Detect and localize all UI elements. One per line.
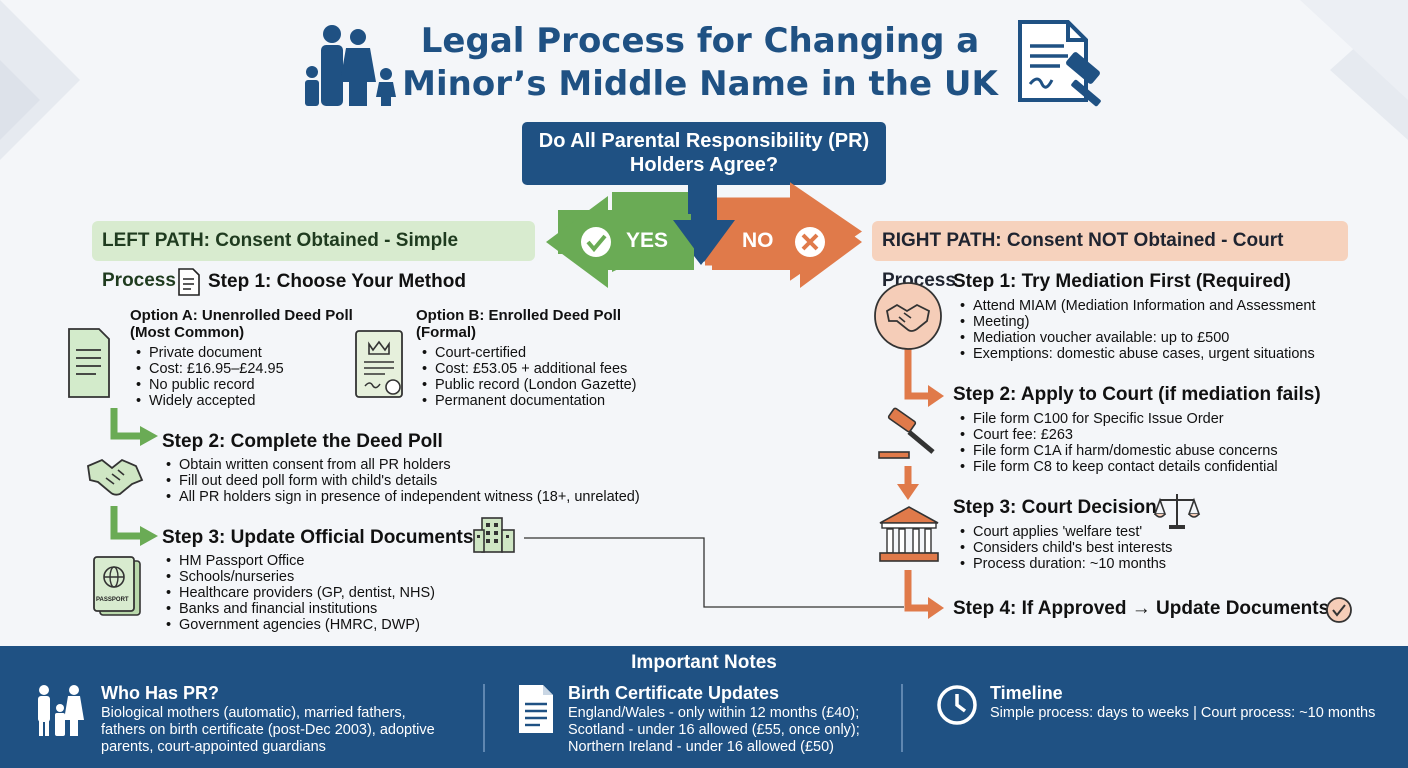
option-a-list: Private document Cost: £16.95–£24.95 No … [136,345,284,409]
option-a-title-line-1: Option A: Unenrolled Deed Poll [130,307,353,324]
consent-question-box: Do All Parental Responsibility (PR) Hold… [522,122,886,185]
connector-line [524,537,904,608]
left-step2-list: Obtain written consent from all PR holde… [166,457,640,505]
enrolled-deed-poll-certificate-icon [355,330,407,407]
list-item: Exemptions: domestic abuse cases, urgent… [960,346,1316,362]
right-step2-title: Step 2: Apply to Court (if mediation fai… [953,384,1321,405]
note-who-line-3: parents, court-appointed guardians [101,739,326,755]
list-item: Court fee: £263 [960,427,1278,443]
question-down-arrow [673,184,735,262]
parents-child-icon [34,684,90,743]
yes-label: YES [626,229,669,252]
list-item-continuation: Meeting) [960,314,1316,330]
list-item: File form C1A if harm/domestic abuse con… [960,443,1278,459]
note-birth-title: Birth Certificate Updates [568,683,780,703]
question-line-1: Do All Parental Responsibility (PR) [538,130,870,152]
list-item: Permanent documentation [422,393,637,409]
list-item: Obtain written consent from all PR holde… [166,457,640,473]
document-small-icon [178,268,200,301]
note-who-title: Who Has PR? [101,683,220,703]
right-step1-title: Step 1: Try Mediation First (Required) [953,271,1291,292]
list-item: Mediation voucher available: up to £500 [960,330,1316,346]
list-item: Private document [136,345,284,361]
option-a-title-line-2: (Most Common) [130,324,245,341]
list-item: Process duration: ~10 months [960,556,1172,572]
note-timeline-title: Timeline [990,683,1063,703]
right-step3-title: Step 3: Court Decision [953,497,1157,518]
note-who-text: Biological mothers (automatic), married … [101,705,435,756]
note-birth-line-3: Northern Ireland - under 16 allowed (£50… [568,739,834,755]
note-birth-line-2: Scotland - under 16 allowed (£55, once o… [568,722,860,738]
option-b-title-line-1: Option B: Enrolled Deed Poll [416,307,622,324]
list-item: Schools/nurseries [166,569,435,585]
notes-divider-2 [901,684,903,752]
checkmark-circle-icon [1325,596,1353,629]
mediation-handshake-icon [873,281,943,356]
list-item: Court-certified [422,345,637,361]
list-item: All PR holders sign in presence of indep… [166,489,640,505]
list-item: Public record (London Gazette) [422,377,637,393]
left-path-label: LEFT PATH: Consent Obtained - Simple Pro… [92,221,535,291]
office-building-icon [472,516,516,559]
option-a-title: Option A: Unenrolled Deed Poll (Most Com… [130,307,353,341]
page-title: Legal Process for Changing a Minor’s Mid… [400,20,1000,106]
list-item: HM Passport Office [166,553,435,569]
right-step1-list: Attend MIAM (Mediation Information and A… [960,298,1316,362]
scales-of-justice-icon [1153,492,1201,535]
list-item: Cost: £16.95–£24.95 [136,361,284,377]
family-icon [300,22,400,111]
no-arrow-shape [712,196,862,288]
list-item: Banks and financial institutions [166,601,435,617]
right-step4-title: Step 4: If Approved → Update Documents [953,598,1330,619]
no-label: NO [742,229,774,252]
option-b-title: Option B: Enrolled Deed Poll (Formal) [416,307,621,341]
note-birth-line-1: England/Wales - only within 12 months (£… [568,705,860,721]
unenrolled-deed-poll-icon [68,328,110,403]
right-path-label: RIGHT PATH: Consent NOT Obtained - Court… [872,221,1348,291]
continuation-text: Meeting) [973,314,1030,330]
note-birth-text: England/Wales - only within 12 months (£… [568,705,860,756]
list-item: File form C8 to keep contact details con… [960,459,1278,475]
right-step3-list: Court applies 'welfare test' Considers c… [960,524,1172,572]
notes-divider-1 [483,684,485,752]
left-step3-list: HM Passport Office Schools/nurseries Hea… [166,553,435,633]
passport-label: PASSPORT [96,597,129,603]
left-step1-title: Step 1: Choose Your Method [208,271,466,292]
list-item: Cost: £53.05 + additional fees [422,361,637,377]
left-step3-title: Step 3: Update Official Documents [162,527,474,548]
list-item: File form C100 for Specific Issue Order [960,411,1278,427]
right-flow-arrows [897,338,944,619]
important-notes-title: Important Notes [631,652,777,673]
yes-arrow-shape [546,196,694,288]
legal-document-gavel-icon [1016,20,1110,111]
question-line-2: Holders Agree? [629,154,779,176]
list-item: Attend MIAM (Mediation Information and A… [960,298,1316,314]
list-item: Widely accepted [136,393,284,409]
handshake-icon [86,456,146,501]
courthouse-icon [878,505,940,568]
note-timeline-text: Simple process: days to weeks | Court pr… [990,705,1376,721]
left-step2-title: Step 2: Complete the Deed Poll [162,431,443,452]
left-flow-arrows [110,408,158,546]
clock-icon [936,684,978,731]
list-item: Court applies 'welfare test' [960,524,1172,540]
title-line-2: Minor’s Middle Name in the UK [402,64,998,104]
list-item: Considers child's best interests [960,540,1172,556]
birth-certificate-document-icon [518,684,554,739]
gavel-icon [877,407,941,465]
note-who-line-1: Biological mothers (automatic), married … [101,705,406,721]
note-who-line-2: fathers on birth certificate (post-Dec 2… [101,722,435,738]
passport-icon [92,555,142,622]
list-item: Fill out deed poll form with child's det… [166,473,640,489]
list-item: Government agencies (HMRC, DWP) [166,617,435,633]
title-line-1: Legal Process for Changing a [420,21,980,61]
right-step2-list: File form C100 for Specific Issue Order … [960,411,1278,475]
option-b-title-line-2: (Formal) [416,324,476,341]
list-item: Healthcare providers (GP, dentist, NHS) [166,585,435,601]
important-notes-panel [0,646,1408,768]
option-b-list: Court-certified Cost: £53.05 + additiona… [422,345,637,409]
list-item: No public record [136,377,284,393]
